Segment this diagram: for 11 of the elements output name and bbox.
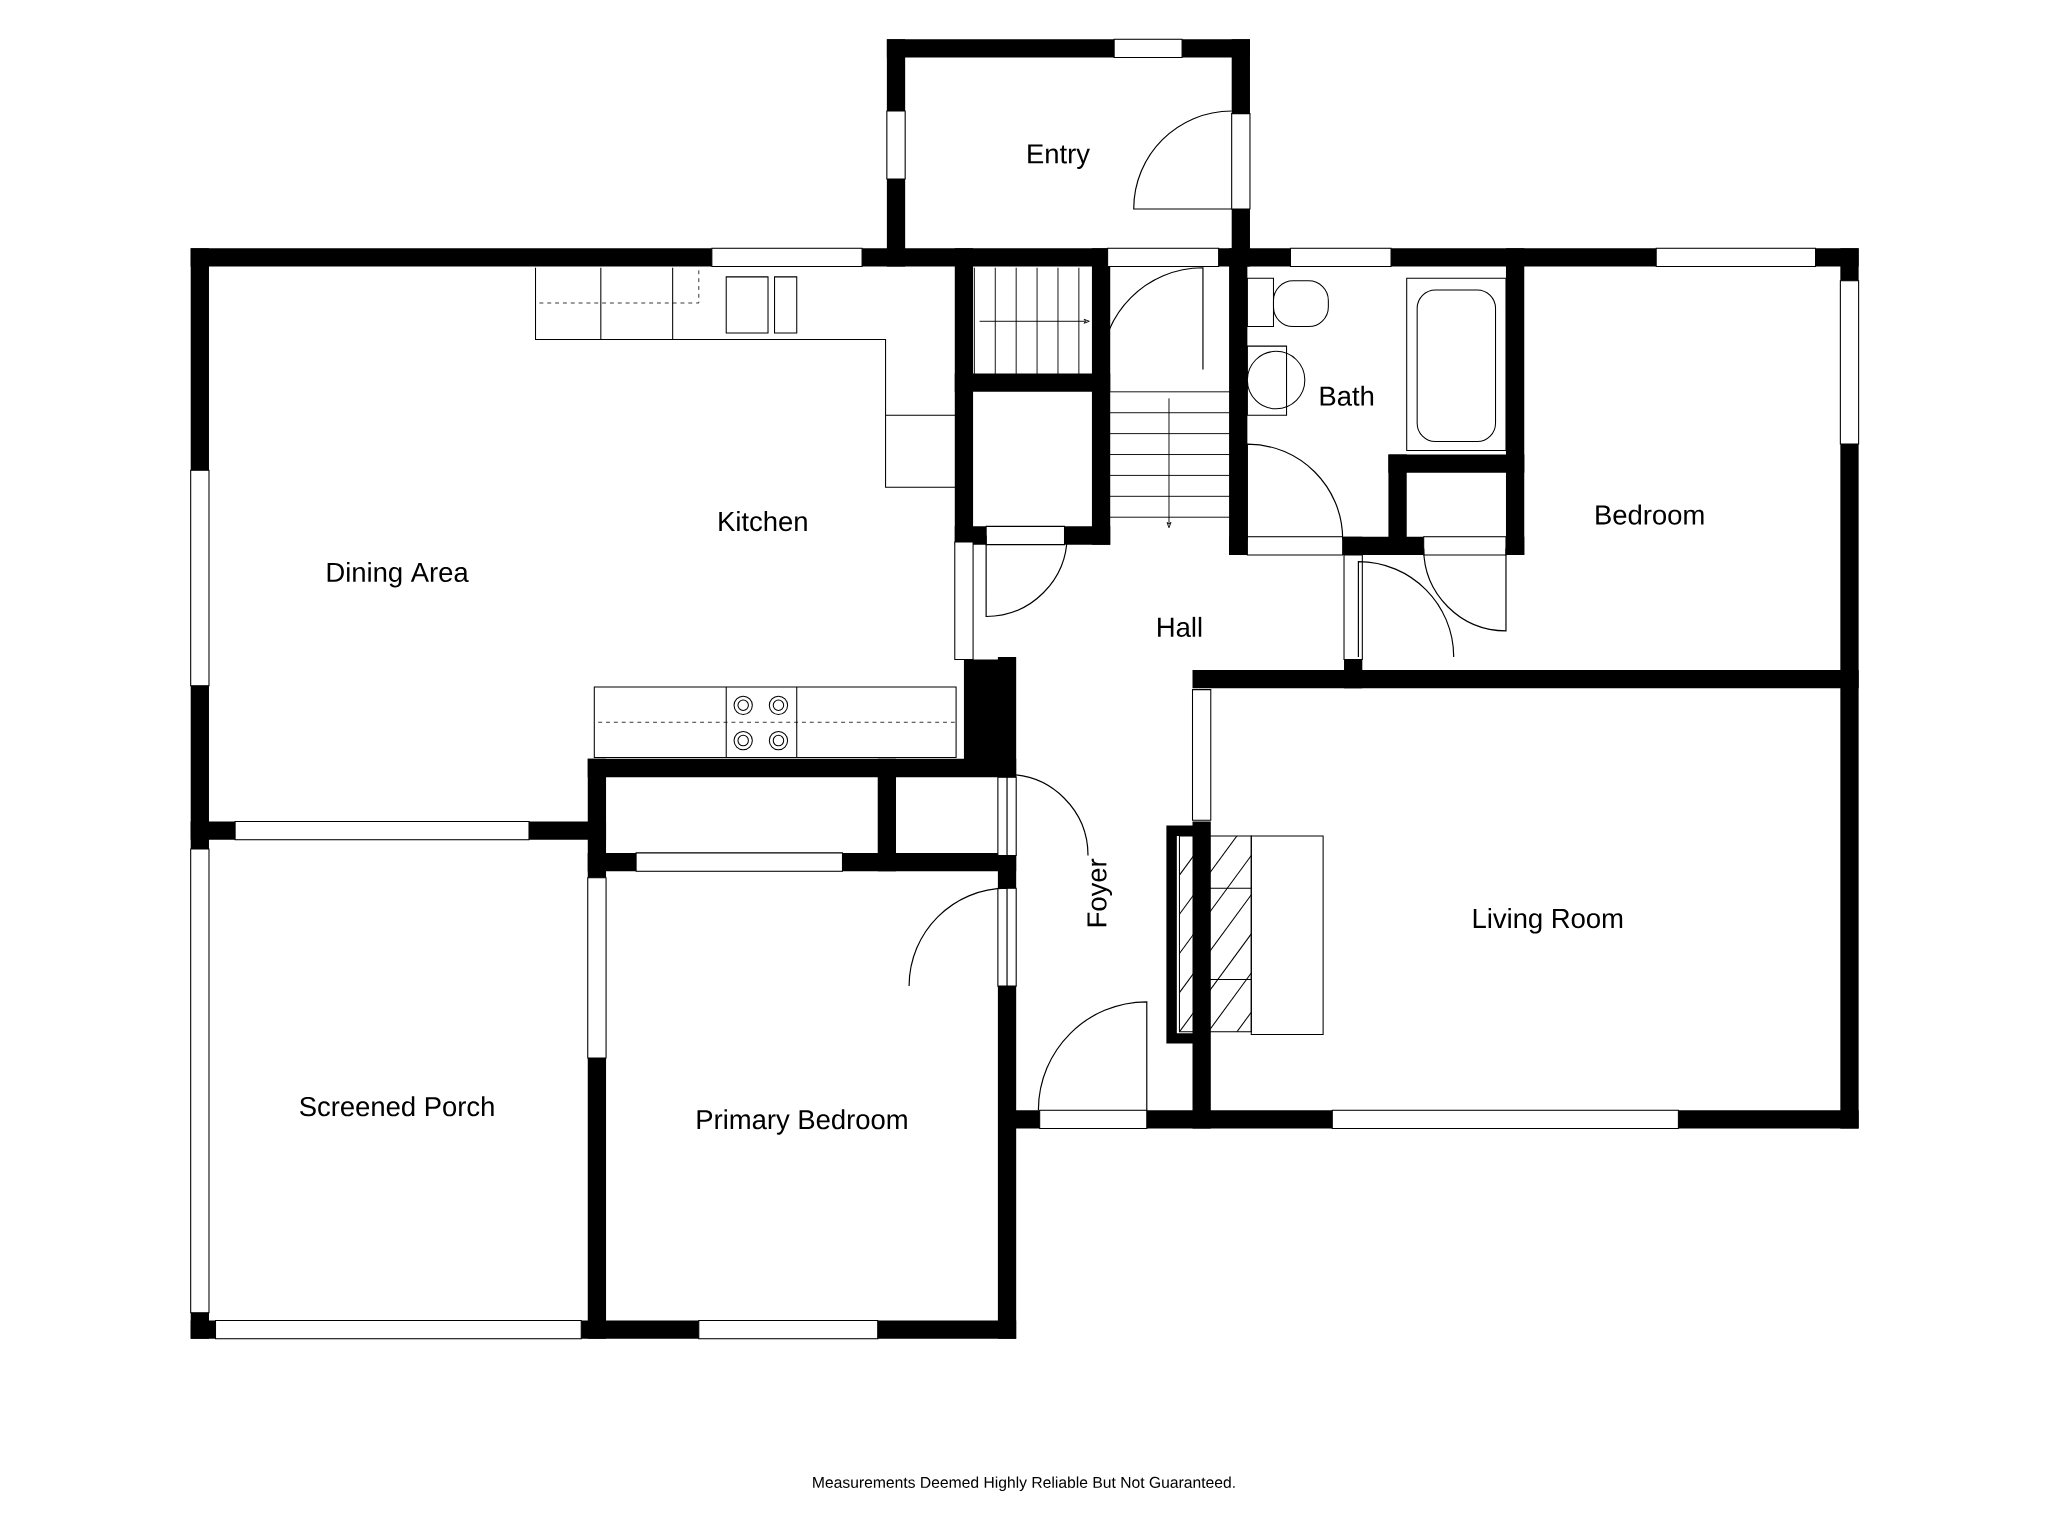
- room-label: Foyer: [1087, 858, 1113, 927]
- room-label: Primary Bedroom: [697, 1109, 907, 1135]
- room-label: Screened Porch: [299, 1096, 494, 1117]
- room-label: Living Room: [1473, 908, 1623, 934]
- room-label: Hall: [1158, 616, 1202, 637]
- room-label: Bedroom: [1596, 504, 1704, 525]
- room-label: Bath: [1320, 385, 1374, 406]
- room-label: Dining Area: [327, 561, 469, 588]
- room-label: Entry: [1028, 144, 1090, 169]
- room-label: Kitchen: [719, 511, 807, 532]
- footer-note: Measurements Deemed Highly Reliable But Not Guaranteed.: [813, 1476, 1235, 1492]
